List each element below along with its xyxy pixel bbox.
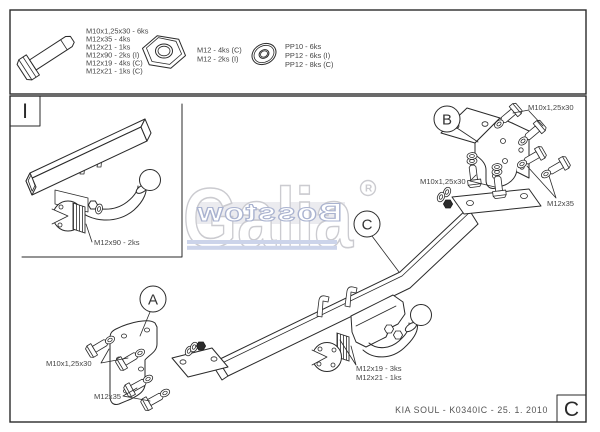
nut-label-2: M12 - 2ks (I): [197, 55, 238, 64]
callout-b-circle: [433, 105, 461, 133]
nut-size-list: M12 - 4ks (C) M12 - 2ks (I): [197, 46, 242, 64]
parts-legend: M10x1,25x30 - 6ks M12x35 - 4ks M12x21 - …: [16, 27, 333, 81]
towball-assembly: M12x19 - 3ks M12x21 - 1ks: [311, 294, 432, 382]
detail-i-inset: I: [9, 95, 183, 258]
callout-c-letter: C: [362, 217, 373, 234]
b-mid-leader: [469, 174, 496, 188]
label-b-right-bolt: M12x35: [547, 199, 574, 208]
beam-hook-strap-2: [344, 286, 358, 308]
callout-b-leader: [456, 127, 479, 143]
main-drawing-frame: [9, 95, 587, 423]
bolt-label-2: M12x35 - 4ks: [86, 35, 131, 44]
label-a-lower-bolt: M12x35: [94, 392, 121, 401]
inset-towball-arm: [73, 169, 161, 221]
towball-arm: [362, 304, 432, 358]
b-top-leader: [512, 109, 544, 127]
bolt-size-list: M10x1,25x30 - 6ks M12x35 - 4ks M12x21 - …: [86, 27, 149, 76]
callout-b-letter: B: [442, 112, 452, 129]
registered-mark-letter: R: [365, 184, 373, 195]
inset-crossbar-tube: [25, 118, 152, 196]
washer-icon: [251, 42, 277, 66]
bracket-a-assembly: M10x1,25x30 M12x35 A: [46, 285, 229, 413]
bolt-label-6: M12x21 - 1ks (C): [86, 67, 143, 76]
washer-label-2: PP12 - 6ks (I): [285, 51, 330, 60]
inset-label-box: [9, 95, 41, 127]
inset-ball: [139, 169, 161, 191]
towball-flange: [311, 342, 342, 372]
title-block: KIA SOUL - K0340IC - 25. 1. 2010 C: [395, 394, 587, 423]
watermark-band: [193, 202, 345, 224]
beam-hook-strap-1: [316, 295, 330, 318]
callout-c-leader: [371, 235, 400, 273]
drawing-title: KIA SOUL - K0340IC - 25. 1. 2010: [395, 405, 548, 415]
callout-a-letter: A: [148, 292, 158, 309]
a-upper-leader: [100, 348, 129, 364]
callout-a-circle: [139, 285, 167, 313]
registered-mark-icon: [359, 179, 377, 197]
washer-label-3: PP12 - 8ks (C): [285, 60, 333, 69]
inset-bolt-head: [87, 200, 105, 216]
bolt-label-1: M10x1,25x30 - 6ks: [86, 27, 149, 36]
label-ball-bolt-2: M12x21 - 1ks: [356, 373, 402, 382]
bolt-label-5: M12x19 - 4ks (C): [86, 59, 143, 68]
bolt-icon: [16, 35, 75, 81]
label-b-top-bolt: M10x1,25x30: [528, 103, 574, 112]
a-lower-leader: [122, 387, 151, 402]
inset-frame: [21, 103, 183, 258]
washer-label-1: PP10 - 6ks: [285, 42, 321, 51]
towball-leader: [339, 339, 357, 366]
inset-hatched-block: [72, 202, 86, 234]
watermark-bar-1: [187, 240, 337, 244]
nut-icon: [142, 35, 186, 69]
callout-c: C: [353, 210, 400, 273]
nut-label-1: M12 - 4ks (C): [197, 46, 242, 55]
inset-leader: [85, 223, 93, 243]
b-right-leader: [526, 165, 557, 199]
callout-a-leader: [139, 311, 151, 337]
bolt-label-3: M12x21 - 1ks: [86, 43, 131, 52]
corner-label-box: [556, 394, 587, 423]
watermark-overlay-text: Bosstow: [196, 199, 342, 227]
callout-c-circle: [353, 210, 381, 238]
label-b-mid-bolt: M10x1,25x30: [420, 177, 466, 186]
towball-ball: [410, 304, 432, 326]
inset-label-letter: I: [22, 100, 28, 123]
parts-legend-frame: [9, 9, 587, 95]
watermark-bar-2: [187, 245, 337, 250]
washer-size-list: PP10 - 6ks PP12 - 6ks (I) PP12 - 8ks (C): [285, 42, 333, 69]
bolt-label-4: M12x90 - 2ks (I): [86, 51, 139, 60]
label-a-upper-bolt: M10x1,25x30: [46, 359, 92, 368]
bracket-b-assembly: M10x1,25x30 M10x1,25x30 M12x35 B: [420, 101, 574, 215]
label-inset-bolt: M12x90 - 2ks: [94, 238, 140, 247]
watermark: Galia Bosstow R: [182, 170, 377, 266]
label-ball-bolt-1: M12x19 - 3ks: [356, 364, 402, 373]
corner-label-letter: C: [564, 398, 579, 421]
